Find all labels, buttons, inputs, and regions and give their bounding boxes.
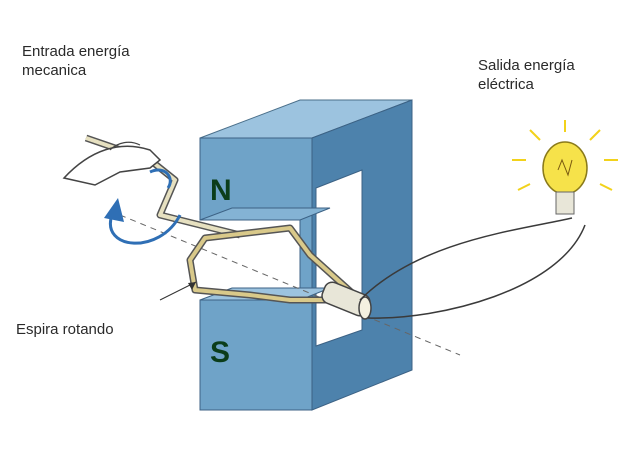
north-pole-label: N [210, 174, 232, 207]
south-pole-label: S [210, 336, 230, 369]
output-wires [359, 217, 586, 319]
north-pole-face [199, 207, 331, 221]
coil-loop [186, 224, 364, 304]
rotating-coil-label: Espira rotando [16, 321, 114, 338]
light-bulb-icon [512, 120, 618, 215]
input-energy-label: Entrada energía mecanica [22, 42, 130, 80]
hand-icon [62, 141, 162, 186]
output-energy-line-1: Salida energía [478, 57, 575, 74]
slip-rings [321, 281, 372, 320]
output-energy-label: Salida energía eléctrica [478, 56, 575, 94]
input-energy-line-1: Entrada energía [22, 43, 130, 60]
bulb-glow [512, 120, 618, 191]
input-energy-line-2: mecanica [22, 62, 87, 79]
rotation-arrow-icon [104, 168, 182, 245]
output-energy-line-2: eléctrica [478, 76, 534, 93]
magnet-inner-window [315, 169, 363, 347]
